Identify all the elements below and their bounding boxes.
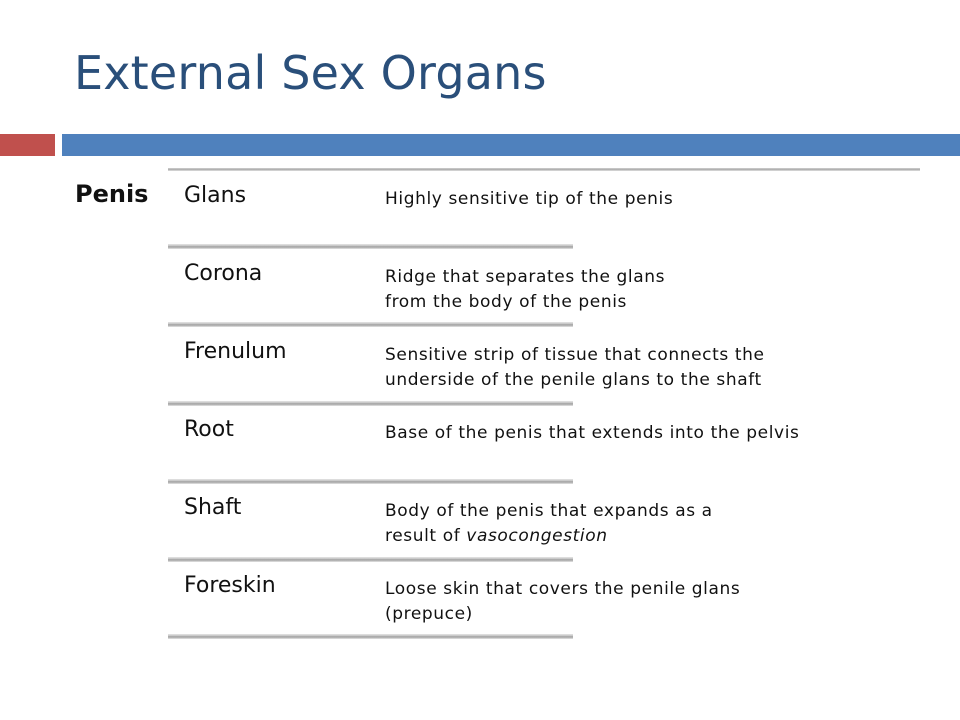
- definition-emphasis: vasocongestion: [466, 526, 608, 546]
- term-definition: Base of the penis that extends into the …: [385, 423, 800, 443]
- term-label: Frenulum: [184, 339, 287, 364]
- term-definition: Ridge that separates the glans from the …: [385, 265, 945, 315]
- row-divider: [168, 479, 573, 484]
- row-divider: [168, 322, 573, 327]
- title-accent-bar-blue: [62, 134, 960, 156]
- row-divider: [168, 401, 573, 406]
- term-row-foreskin: Foreskin Loose skin that covers the peni…: [168, 573, 948, 651]
- term-row-frenulum: Frenulum Sensitive strip of tissue that …: [168, 339, 948, 417]
- definition-line: result of vasocongestion: [385, 524, 945, 549]
- term-label: Root: [184, 417, 234, 442]
- term-row-corona: Corona Ridge that separates the glans fr…: [168, 261, 948, 339]
- title-accent-bar-red: [0, 134, 55, 156]
- definition-line: Ridge that separates the glans: [385, 267, 666, 287]
- slide-title: External Sex Organs: [74, 46, 547, 100]
- term-definition: Body of the penis that expands as a resu…: [385, 499, 945, 549]
- term-definition: Loose skin that covers the penile glans …: [385, 577, 945, 627]
- row-divider: [168, 557, 573, 562]
- term-row-root: Root Base of the penis that extends into…: [168, 417, 948, 495]
- term-row-shaft: Shaft Body of the penis that expands as …: [168, 495, 948, 573]
- term-definition: Highly sensitive tip of the penis: [385, 189, 674, 209]
- definition-line: underside of the penile glans to the sha…: [385, 370, 762, 390]
- term-label: Corona: [184, 261, 263, 286]
- definition-line: (prepuce): [385, 604, 473, 624]
- definition-line: Sensitive strip of tissue that connects …: [385, 345, 765, 365]
- term-label: Shaft: [184, 495, 242, 520]
- row-divider: [168, 244, 573, 249]
- definition-line: Body of the penis that expands as a: [385, 501, 713, 521]
- row-divider: [168, 634, 573, 639]
- table-top-rule: [168, 168, 920, 171]
- term-row-glans: Glans Highly sensitive tip of the penis: [168, 183, 948, 261]
- definition-line: from the body of the penis: [385, 292, 628, 312]
- term-label: Glans: [184, 183, 247, 208]
- term-definition: Sensitive strip of tissue that connects …: [385, 343, 945, 393]
- definition-text: result of: [385, 526, 467, 546]
- category-label: Penis: [75, 180, 149, 208]
- term-label: Foreskin: [184, 573, 276, 598]
- definition-line: Loose skin that covers the penile glans: [385, 579, 741, 599]
